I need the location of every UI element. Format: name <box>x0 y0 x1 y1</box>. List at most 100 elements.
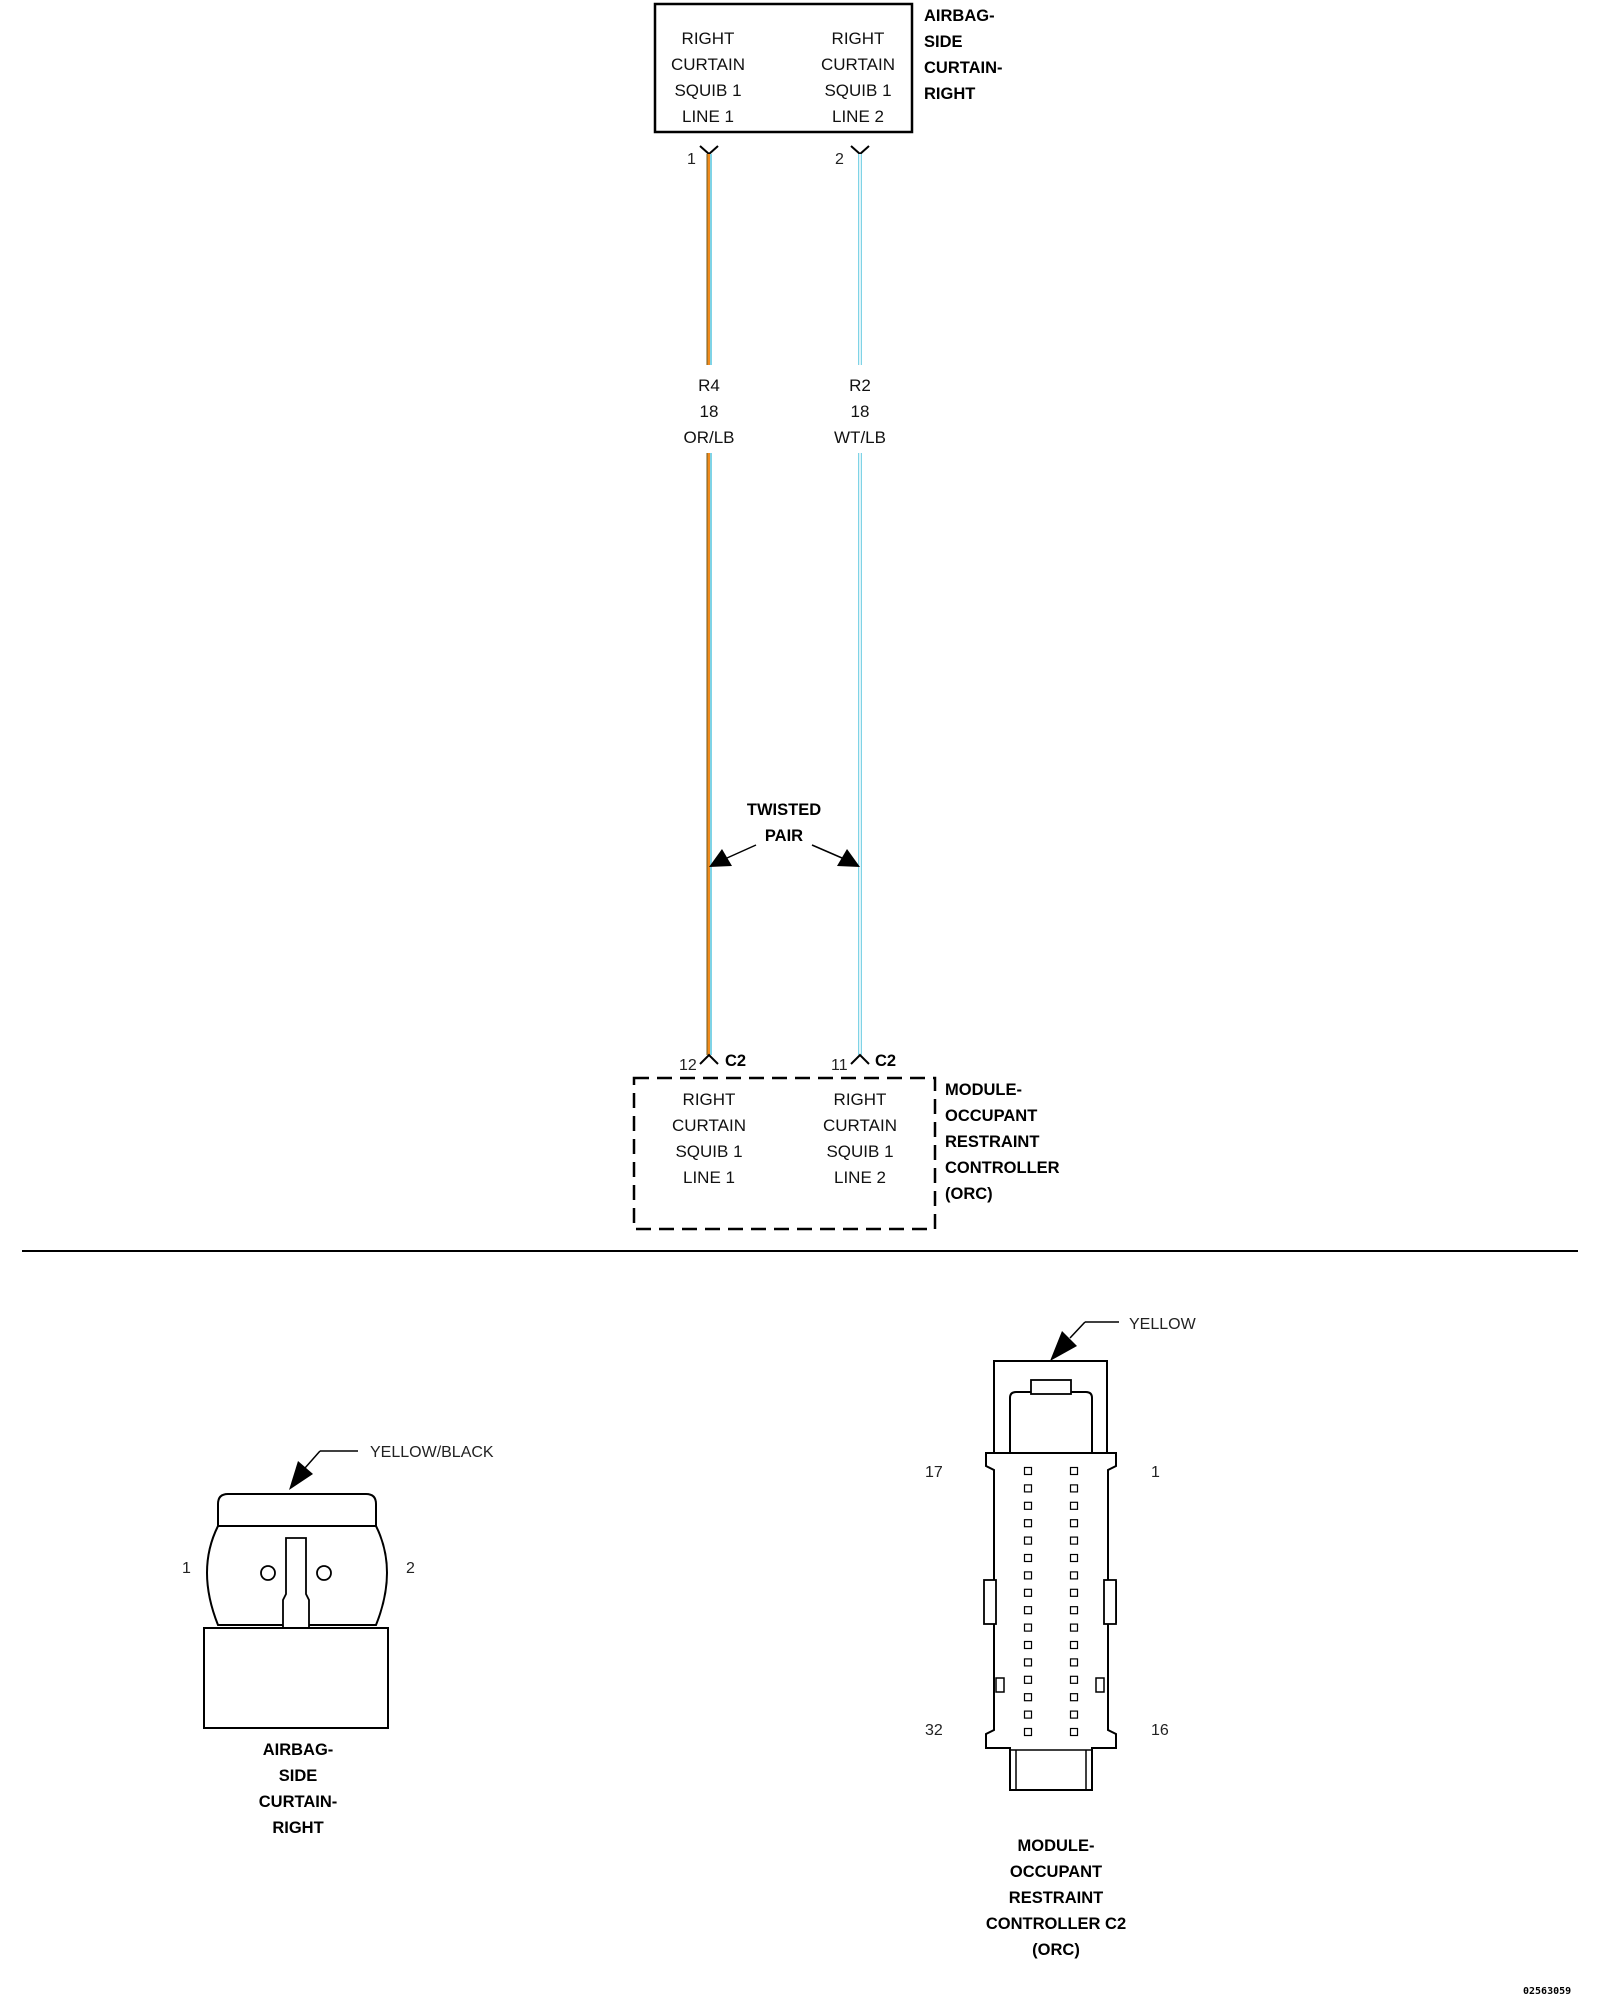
orc-cavity <box>1069 1588 1079 1597</box>
orc-view-name-4: (ORC) <box>1032 1941 1080 1959</box>
orc-side-clip-left <box>983 1579 997 1625</box>
bottom-col2-line-1: CURTAIN <box>823 1116 897 1135</box>
bottom-pin-11: 11 C2 <box>831 1052 896 1074</box>
bottom-name-line-3: CONTROLLER <box>945 1159 1060 1177</box>
orc-cavity <box>1023 1658 1033 1667</box>
top-col2-line-2: SQUIB 1 <box>824 81 891 100</box>
wire-r4-circuit: R4 <box>698 376 720 395</box>
arrow-right-icon <box>837 849 860 867</box>
orc-color-leader-diag <box>1069 1321 1086 1339</box>
male-terminal-icon <box>699 1053 719 1065</box>
orc-cavity <box>1023 1484 1033 1493</box>
orc-connector-latch <box>1009 1391 1093 1453</box>
bottom-component-box <box>632 1076 937 1231</box>
orc-cavity <box>1023 1640 1033 1650</box>
bottom-component-orc: RIGHT CURTAIN SQUIB 1 LINE 1 RIGHT CURTA… <box>632 1076 1060 1231</box>
orc-cavity <box>1069 1606 1079 1615</box>
airbag-connector-cap <box>217 1493 377 1527</box>
airbag-pin-left-label: 1 <box>182 1560 191 1577</box>
orc-cavity <box>1023 1519 1033 1528</box>
orc-cavity <box>1069 1675 1079 1684</box>
orc-cavity <box>1023 1571 1033 1580</box>
top-component-airbag: RIGHT CURTAIN SQUIB 1 LINE 1 RIGHT CURTA… <box>653 2 1003 134</box>
bottom-col2-line-0: RIGHT <box>834 1090 887 1109</box>
connector-view-airbag: YELLOW/BLACK 1 2 AIRBAG- SIDE CURTAIN- R… <box>182 1444 494 1837</box>
orc-pin-16-label: 16 <box>1151 1722 1169 1739</box>
bottom-col1-line-2: SQUIB 1 <box>675 1142 742 1161</box>
bottom-pin-11-label: 11 <box>831 1057 848 1074</box>
twisted-pair-line-1: PAIR <box>765 827 803 845</box>
top-col1-line-0: RIGHT <box>682 29 735 48</box>
top-name-line-0: AIRBAG- <box>924 7 995 25</box>
connector-view-orc-c2: YELLOW 17 1 32 16 MODULE- OCCUPANT RESTR… <box>925 1316 1197 1959</box>
bottom-pin-12-label: 12 <box>679 1057 697 1074</box>
orc-cavity <box>1023 1606 1033 1615</box>
orc-cavity <box>1023 1501 1033 1510</box>
orc-pin-32-label: 32 <box>925 1722 943 1739</box>
bottom-connector-c2-right: C2 <box>875 1052 896 1070</box>
bottom-col2-line-3: LINE 2 <box>834 1168 886 1187</box>
orc-cavity <box>1023 1588 1033 1597</box>
top-pin-1-label: 1 <box>687 151 696 168</box>
twisted-pair-leader-right <box>811 844 843 859</box>
airbag-pin-2-cavity <box>316 1565 332 1581</box>
wire-r4-gauge: 18 <box>700 402 719 421</box>
bottom-name-line-4: (ORC) <box>945 1185 993 1203</box>
top-col1-line-2: SQUIB 1 <box>674 81 741 100</box>
orc-view-name-3: CONTROLLER C2 <box>986 1915 1126 1933</box>
orc-cavity <box>1069 1536 1079 1545</box>
orc-side-clip-right <box>1103 1579 1117 1625</box>
top-col2-line-1: CURTAIN <box>821 55 895 74</box>
orc-cavity <box>1069 1571 1079 1580</box>
arrow-down-icon <box>289 1461 313 1490</box>
orc-side-key-left <box>995 1677 1005 1693</box>
top-col2-line-3: LINE 2 <box>832 107 884 126</box>
orc-cavity <box>1023 1693 1033 1702</box>
bottom-name-line-1: OCCUPANT <box>945 1107 1037 1125</box>
orc-cavity <box>1069 1710 1079 1719</box>
airbag-color-label: YELLOW/BLACK <box>370 1444 494 1461</box>
orc-view-name-0: MODULE- <box>1018 1837 1095 1855</box>
orc-cavity <box>1023 1466 1033 1476</box>
document-id: 02563059 <box>1523 1986 1571 1997</box>
top-name-line-1: SIDE <box>924 33 963 51</box>
top-col2-line-0: RIGHT <box>832 29 885 48</box>
bottom-pin-12: 12 C2 <box>679 1052 746 1074</box>
top-component-box <box>653 2 914 134</box>
orc-connector-body <box>985 1452 1117 1791</box>
orc-cavity <box>1069 1484 1079 1493</box>
orc-cavity <box>1023 1710 1033 1719</box>
orc-pin-17-label: 17 <box>925 1464 943 1481</box>
airbag-view-name-0: AIRBAG- <box>263 1741 334 1759</box>
top-name-line-2: CURTAIN- <box>924 59 1003 77</box>
orc-cavity <box>1023 1623 1033 1632</box>
orc-view-name-1: OCCUPANT <box>1010 1863 1102 1881</box>
orc-color-label: YELLOW <box>1129 1316 1197 1333</box>
orc-view-name-2: RESTRAINT <box>1009 1889 1103 1907</box>
airbag-view-name-3: RIGHT <box>272 1819 323 1837</box>
bottom-connector-c2-left: C2 <box>725 1052 746 1070</box>
orc-cavity <box>1023 1553 1033 1563</box>
female-terminal-icon <box>699 145 719 156</box>
wire-r2-color: WT/LB <box>834 428 886 447</box>
arrow-down-icon <box>1050 1331 1077 1361</box>
wire-r4: R4 18 OR/LB <box>683 154 735 1055</box>
orc-cavity <box>1069 1640 1079 1650</box>
male-terminal-icon <box>850 1053 870 1065</box>
orc-pin-1-label: 1 <box>1151 1464 1160 1481</box>
airbag-view-name-1: SIDE <box>279 1767 318 1785</box>
bottom-col2-line-2: SQUIB 1 <box>826 1142 893 1161</box>
orc-cavity <box>1023 1675 1033 1684</box>
airbag-color-leader-diag <box>304 1450 321 1469</box>
orc-cavity <box>1023 1536 1033 1545</box>
orc-cavity <box>1069 1466 1079 1476</box>
airbag-view-name-2: CURTAIN- <box>259 1793 338 1811</box>
bottom-name-line-0: MODULE- <box>945 1081 1022 1099</box>
top-pin-2-label: 2 <box>835 151 844 168</box>
orc-side-key-right <box>1095 1677 1105 1693</box>
orc-cavity <box>1069 1693 1079 1702</box>
orc-cavity <box>1069 1553 1079 1563</box>
top-col1-line-1: CURTAIN <box>671 55 745 74</box>
wire-r2-gauge: 18 <box>851 402 870 421</box>
